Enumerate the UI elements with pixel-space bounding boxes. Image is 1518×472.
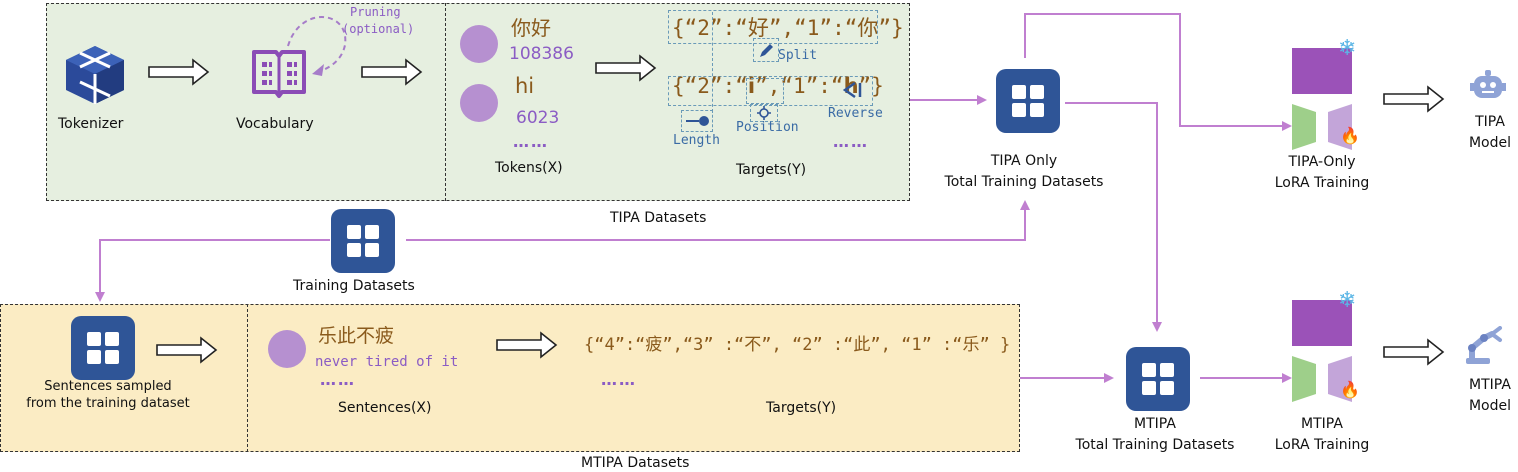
tipa-snowflake-icon: ❄ bbox=[1338, 36, 1357, 61]
mtipa-snowflake-icon: ❄ bbox=[1338, 288, 1357, 313]
target-1-box bbox=[668, 10, 878, 44]
split-label: Split bbox=[778, 48, 818, 63]
mtipa-lora-label: MTIPA LoRA Training bbox=[1252, 414, 1392, 456]
mtipa-total-label: MTIPA Total Training Datasets bbox=[1055, 414, 1255, 456]
tokenizer-label: Tokenizer bbox=[58, 116, 124, 132]
split-icon-box bbox=[753, 38, 779, 62]
mtipa-datasets-panel bbox=[0, 304, 1020, 452]
target-2-char-i: i bbox=[747, 74, 756, 98]
pruning-label: Pruning bbox=[350, 5, 401, 19]
mtipa-lora-adapter-icon bbox=[1292, 356, 1352, 402]
token-1-text: 你好 bbox=[511, 16, 551, 40]
mtipa-total-line2: Total Training Datasets bbox=[1075, 437, 1235, 453]
mtipa-total-grid-icon bbox=[1126, 347, 1190, 411]
mtipa-total-line1: MTIPA bbox=[1134, 416, 1176, 432]
targets-caption: Targets(Y) bbox=[736, 162, 807, 178]
tipa-lora-line2: LoRA Training bbox=[1274, 175, 1370, 191]
sentences-label-line2: from the training dataset bbox=[26, 396, 190, 411]
training-datasets-grid-icon bbox=[331, 209, 395, 273]
connector-training-to-tipa-total bbox=[406, 200, 1030, 241]
sentence-text: 乐此不疲 bbox=[318, 325, 395, 347]
tipa-lora-adapter-icon bbox=[1292, 104, 1352, 150]
mtipa-datasets-caption: MTIPA Datasets bbox=[581, 455, 690, 471]
vocabulary-label: Vocabulary bbox=[236, 116, 314, 132]
length-icon-box bbox=[681, 110, 713, 132]
token-1-id: 108386 bbox=[509, 44, 574, 64]
position-highlight-box bbox=[746, 78, 784, 104]
vocabulary-book-icon bbox=[252, 50, 306, 98]
pruning-arc bbox=[287, 16, 347, 73]
mtipa-fire-icon: 🔥 bbox=[1340, 380, 1360, 399]
tipa-lora-frozen-block bbox=[1292, 48, 1352, 94]
position-icon-box bbox=[750, 104, 778, 122]
pen-icon bbox=[760, 44, 773, 57]
reverse-label: Reverse bbox=[828, 106, 883, 121]
mtipa-targets-caption: Targets(Y) bbox=[766, 400, 837, 416]
tipa-model-line2: Model bbox=[1468, 135, 1512, 151]
tipa-model-label: TIPA Model bbox=[1450, 112, 1518, 154]
mtipa-lora-line2: LoRA Training bbox=[1274, 437, 1370, 453]
connector-training-to-sentences bbox=[95, 239, 330, 302]
mtipa-lora-frozen-block bbox=[1292, 300, 1352, 346]
block-arrow-tipa-lora-model bbox=[1383, 85, 1445, 113]
block-arrow-vocab-tokens bbox=[361, 58, 423, 86]
token-2-text: hi bbox=[515, 74, 535, 98]
tipa-fire-icon: 🔥 bbox=[1340, 126, 1360, 145]
token-1-circle bbox=[460, 25, 498, 63]
tipa-total-line1: TIPA Only bbox=[990, 153, 1058, 169]
block-arrow-tokenizer-vocab bbox=[148, 58, 210, 86]
tipa-panel-divider bbox=[445, 3, 446, 201]
tipa-model-line1: TIPA bbox=[1475, 114, 1505, 130]
sentences-label-line1: Sentences sampled bbox=[44, 379, 172, 394]
training-datasets-label: Training Datasets bbox=[293, 278, 415, 294]
sentences-caption: Sentences(X) bbox=[338, 400, 432, 416]
token-2-id: 6023 bbox=[516, 108, 560, 128]
tipa-datasets-caption: TIPA Datasets bbox=[610, 210, 707, 226]
block-arrow-mtipa-lora-model bbox=[1383, 338, 1445, 366]
tipa-lora-label: TIPA-Only LoRA Training bbox=[1252, 152, 1392, 194]
target-1-text: {“2”:“好”,“1”:“你”} bbox=[672, 16, 904, 40]
token-2-circle bbox=[460, 84, 498, 122]
sentences-sampled-label: Sentences sampled from the training data… bbox=[20, 378, 196, 412]
target-2-box bbox=[668, 76, 873, 106]
tokens-caption: Tokens(X) bbox=[495, 160, 563, 176]
sentence-circle bbox=[268, 330, 306, 368]
tipa-total-label: TIPA Only Total Training Datasets bbox=[924, 151, 1124, 193]
mtipa-target-text: {“4”:“疲”,“3” :“不”, “2” :“此”, “1” :“乐” } bbox=[584, 335, 1011, 355]
mtipa-targets-dots: …… bbox=[601, 370, 637, 389]
sentences-grid-icon bbox=[71, 316, 135, 380]
targets-dots: …… bbox=[833, 132, 869, 151]
target-2-part-a: {“2”:“ bbox=[672, 74, 748, 98]
tokens-dots: …… bbox=[513, 132, 549, 151]
tokenizer-cube-icon bbox=[66, 46, 124, 104]
tipa-robot-icon bbox=[1470, 70, 1506, 98]
position-label: Position bbox=[736, 120, 799, 135]
mtipa-lora-line1: MTIPA bbox=[1301, 416, 1343, 432]
connector-total-to-tipa-lora bbox=[1024, 13, 1292, 131]
sentence-dots: …… bbox=[320, 370, 356, 389]
block-arrow-tokens-targets bbox=[595, 54, 657, 82]
sentence-translation: never tired of it bbox=[315, 354, 459, 370]
mtipa-robot-arm-icon bbox=[1466, 326, 1502, 364]
position-icon bbox=[757, 106, 771, 120]
target-2-part-c: ”} bbox=[858, 74, 884, 98]
target-2-text: {“2”:“i”,“1”:“h”} bbox=[672, 74, 884, 98]
tipa-lora-line1: TIPA-Only bbox=[1288, 154, 1356, 170]
length-icon bbox=[686, 116, 709, 126]
mtipa-model-label: MTIPA Model bbox=[1450, 375, 1518, 417]
tipa-total-grid-icon bbox=[996, 69, 1060, 133]
pruning-optional-label: (optional) bbox=[342, 22, 415, 36]
length-label: Length bbox=[673, 133, 720, 148]
mtipa-model-line2: Model bbox=[1468, 398, 1512, 414]
reverse-icon bbox=[843, 81, 862, 99]
block-arrow-sentences-mtipa bbox=[156, 336, 218, 364]
mtipa-panel-divider bbox=[247, 304, 248, 452]
mtipa-model-line1: MTIPA bbox=[1469, 377, 1511, 393]
split-guide-line bbox=[712, 12, 713, 112]
block-arrow-sentence-targets bbox=[496, 331, 558, 359]
connector-tipa-total-to-mtipa-total bbox=[1065, 102, 1162, 332]
tipa-total-line2: Total Training Datasets bbox=[944, 174, 1104, 190]
